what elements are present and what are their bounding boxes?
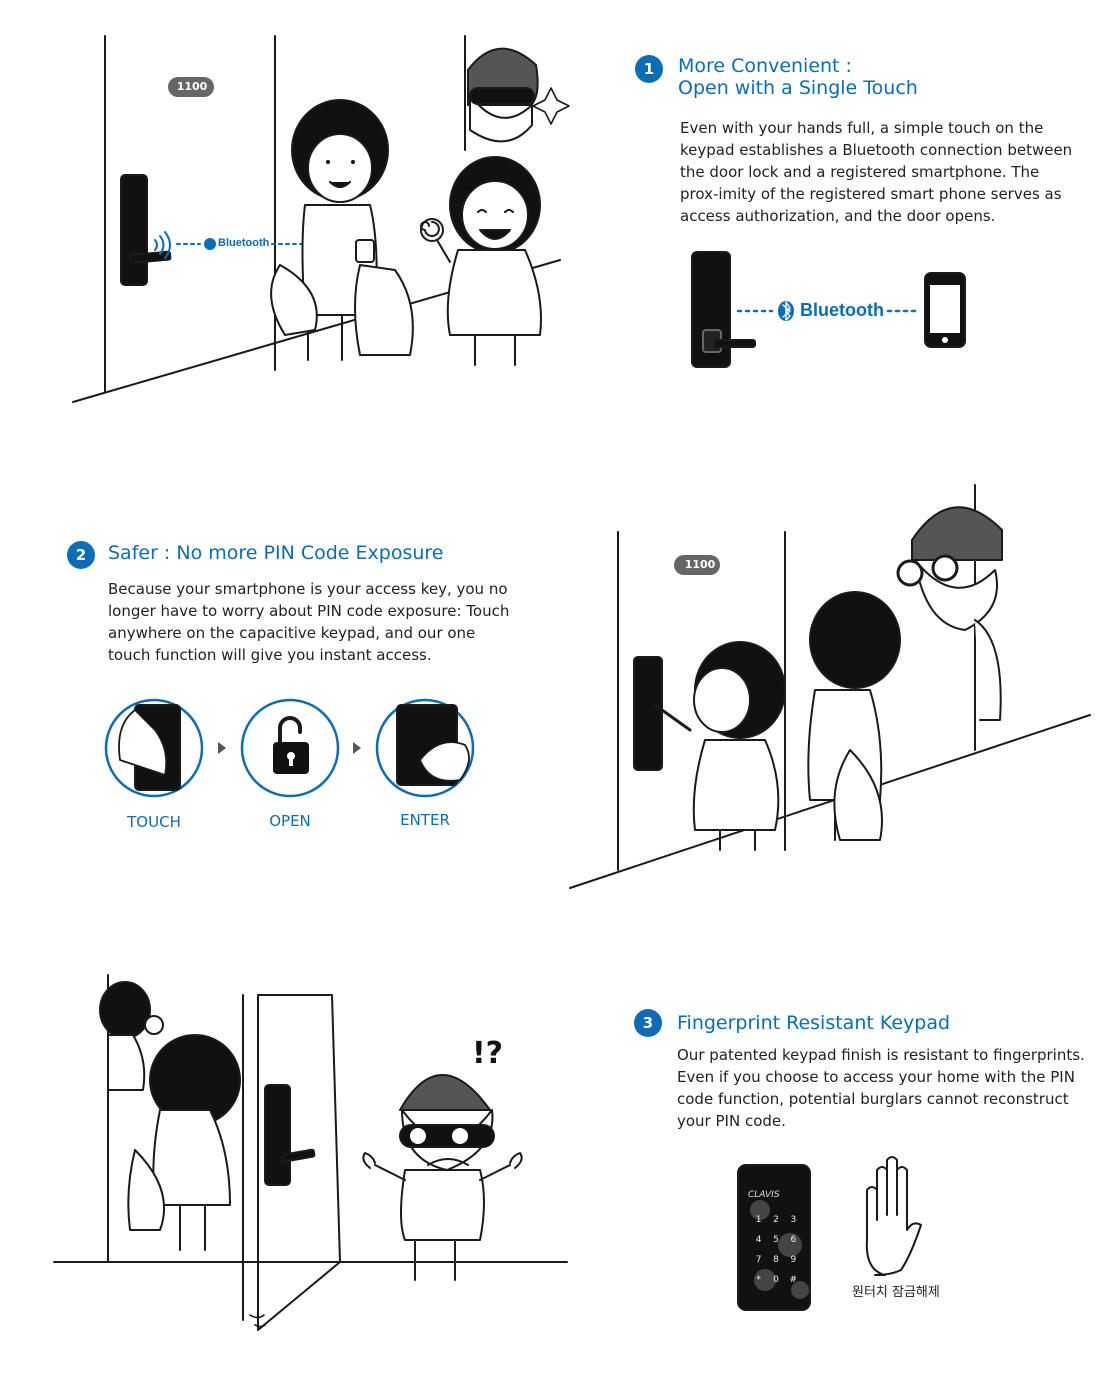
section3-number: 3	[634, 1009, 662, 1037]
key-3: 3	[790, 1215, 797, 1225]
key-4: 4	[755, 1235, 762, 1245]
door-lock-icon	[120, 174, 148, 286]
section1-body: Even with your hands full, a simple touc…	[680, 119, 1073, 225]
step-open-label: OPEN	[269, 812, 311, 830]
key-1: 1	[755, 1215, 762, 1225]
scene2-illustration	[569, 484, 1091, 889]
key-6: 6	[790, 1235, 797, 1245]
handle-hand-icon	[419, 741, 470, 782]
section2-title-strong: Safer :	[108, 542, 171, 564]
key-2: 2	[773, 1215, 779, 1225]
illustration-bluetooth-label: Bluetooth	[218, 237, 270, 249]
padlock-open-icon	[278, 716, 302, 744]
step-enter-label: ENTER	[400, 811, 450, 829]
hand-caption: 원터치 잠금해제	[852, 1285, 940, 1300]
step-touch-label: TOUCH	[127, 813, 181, 831]
key-7: 7	[755, 1255, 762, 1265]
exclaim-mark: !?	[472, 1036, 504, 1071]
door-lock-icon-3	[264, 1084, 291, 1186]
fingerprint-keypad	[737, 1164, 811, 1311]
section1-number: 1	[635, 55, 663, 83]
steps-diagram	[104, 698, 475, 798]
scene3-illustration	[53, 974, 568, 1331]
key-8: 8	[773, 1255, 779, 1265]
section1-title-line1: More Convenient :	[678, 55, 852, 77]
door-number-badge	[168, 77, 214, 97]
section2-number: 2	[67, 541, 95, 569]
door-number-label-2: 1100	[684, 558, 716, 571]
key-hash: #	[789, 1275, 798, 1285]
section2-title: Safer : No more PIN Code Exposure	[108, 542, 443, 564]
bluetooth-diagram	[691, 251, 966, 368]
section3-title: Fingerprint Resistant Keypad	[677, 1012, 951, 1034]
scene1-illustration	[72, 35, 570, 403]
key-star: *	[756, 1275, 761, 1285]
hand-icon	[865, 1156, 922, 1276]
section3-body: Our patented keypad finish is resistant …	[677, 1046, 1085, 1130]
bluetooth-label: Bluetooth	[800, 300, 884, 320]
keypad-brand: CLAVIS	[748, 1190, 780, 1200]
door-lock-icon-2	[633, 656, 663, 771]
door-number-badge-2	[674, 555, 720, 575]
section2-body: Because your smartphone is your access k…	[108, 580, 510, 664]
keypad-grid: 1 2 3 4 5 6 7 8 9 * 0 #	[750, 1215, 802, 1285]
touch-hand-icon	[118, 709, 168, 776]
section2-title-rest: No more PIN Code Exposure	[176, 542, 444, 564]
key-5: 5	[773, 1235, 779, 1245]
section1-title-line2: Open with a Single Touch	[678, 77, 918, 99]
key-0: 0	[773, 1275, 779, 1285]
door-number-label: 1100	[176, 80, 208, 93]
key-9: 9	[790, 1255, 797, 1265]
